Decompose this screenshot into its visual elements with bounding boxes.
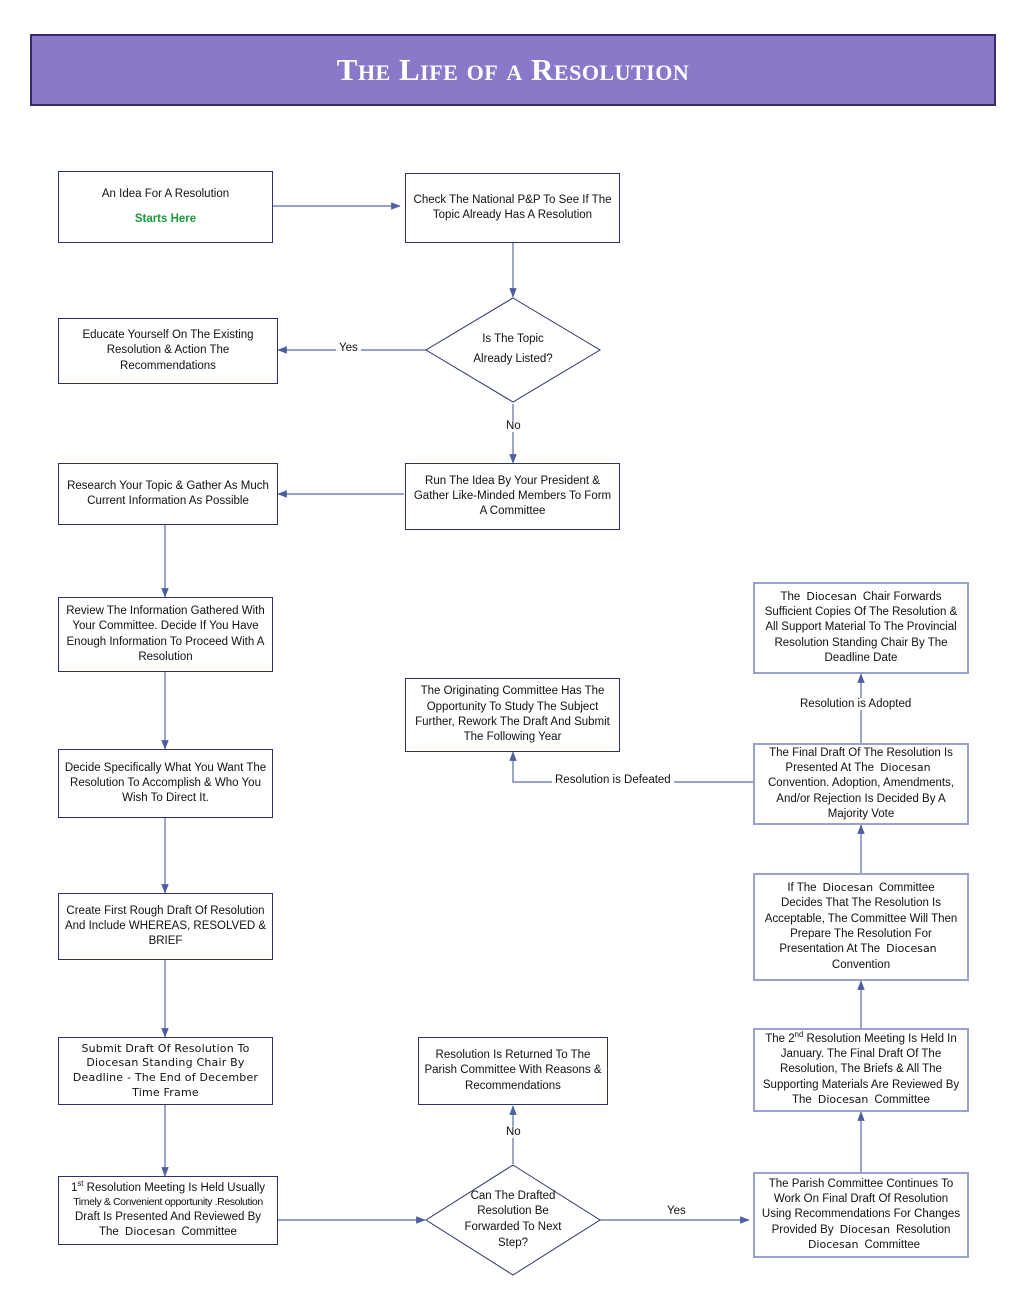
node-review-information[interactable]: Review The Information Gathered With You… xyxy=(58,597,273,672)
decision-is-topic-already-listed[interactable]: Is The Topic Already Listed? xyxy=(425,297,601,403)
page-title: The Life of a Resolution xyxy=(336,52,690,87)
node-final-draft-line1: The Final Draft Of The Resolution Is xyxy=(769,746,953,759)
node-first-meeting-line2: Timely & Convenient opportunity .Resolut… xyxy=(73,1195,263,1208)
node-first-resolution-meeting[interactable]: 1st Resolution Meeting Is Held Usually T… xyxy=(58,1176,278,1245)
node-first-meeting-line1: 1st Resolution Meeting Is Held Usually xyxy=(70,1178,265,1194)
node-run-idea-text: Run The Idea By Your President & Gather … xyxy=(413,474,612,518)
node-resolution-returned-text: Resolution Is Returned To The Parish Com… xyxy=(424,1049,602,1092)
node-resolution-returned[interactable]: Resolution Is Returned To The Parish Com… xyxy=(418,1037,608,1105)
edge-label-no-forward: No xyxy=(503,1126,524,1138)
node-if-committee-line6: Convention xyxy=(831,958,891,971)
node-parish-committee-continues[interactable]: The Parish Committee Continues To Work O… xyxy=(753,1172,969,1258)
node-rough-draft[interactable]: Create First Rough Draft Of Resolution A… xyxy=(58,893,273,960)
node-research-topic-text: Research Your Topic & Gather As Much Cur… xyxy=(67,479,269,507)
node-parish-continues-line3: Using Recommendations For Changes xyxy=(761,1208,961,1221)
decision-can-be-forwarded[interactable]: Can The Drafted Resolution Be Forwarded … xyxy=(425,1164,601,1276)
node-first-meeting-line3: Draft Is Presented And Reviewed By xyxy=(74,1210,261,1223)
edge-label-no-topic: No xyxy=(503,420,524,432)
node-second-meeting-mid: January. The Final Draft Of The Resoluti… xyxy=(762,1048,960,1091)
node-submit-draft-text: Submit Draft Of Resolution To Diocesan S… xyxy=(72,1041,259,1099)
node-chair-forwards-rest: Sufficient Copies Of The Resolution & Al… xyxy=(764,606,958,664)
node-run-idea-by-president[interactable]: Run The Idea By Your President & Gather … xyxy=(405,463,620,530)
node-check-national-pp-text: Check The National P&P To See If The Top… xyxy=(413,193,612,221)
edge-label-yes-topic: Yes xyxy=(336,342,361,354)
edge-label-yes-forward: Yes xyxy=(664,1205,689,1217)
node-research-topic[interactable]: Research Your Topic & Gather As Much Cur… xyxy=(58,463,278,525)
node-review-information-text: Review The Information Gathered With You… xyxy=(66,604,265,663)
node-submit-draft[interactable]: Submit Draft Of Resolution To Diocesan S… xyxy=(58,1037,273,1105)
node-an-idea[interactable]: An Idea For A Resolution Starts Here xyxy=(58,171,273,243)
node-second-resolution-meeting[interactable]: The 2nd Resolution Meeting Is Held In Ja… xyxy=(753,1028,969,1112)
edge-label-resolution-adopted: Resolution is Adopted xyxy=(797,698,915,710)
node-rough-draft-text: Create First Rough Draft Of Resolution A… xyxy=(64,904,267,948)
node-originating-committee[interactable]: The Originating Committee Has The Opport… xyxy=(405,678,620,752)
node-parish-continues-line1: The Parish Committee Continues To xyxy=(768,1177,954,1190)
node-decide-specifically-text: Decide Specifically What You Want The Re… xyxy=(64,761,267,805)
node-decide-specifically[interactable]: Decide Specifically What You Want The Re… xyxy=(58,749,273,818)
node-final-draft-presented[interactable]: The Final Draft Of The Resolution Is Pre… xyxy=(753,743,969,825)
page-title-banner: The Life of a Resolution xyxy=(30,34,996,106)
node-if-committee-mid: Decides That The Resolution Is Acceptabl… xyxy=(764,897,958,940)
node-originating-committee-text: The Originating Committee Has The Opport… xyxy=(415,685,610,744)
node-educate-yourself[interactable]: Educate Yourself On The Existing Resolut… xyxy=(58,318,278,384)
node-parish-continues-line2: Work On Final Draft Of Resolution xyxy=(773,1193,949,1206)
node-educate-yourself-text: Educate Yourself On The Existing Resolut… xyxy=(82,329,254,372)
node-second-meeting-line1: The 2nd Resolution Meeting Is Held In xyxy=(765,1029,957,1045)
node-final-draft-rest: Convention. Adoption, Amendments, And/or… xyxy=(767,777,955,820)
node-an-idea-line1: An Idea For A Resolution xyxy=(101,187,230,200)
edge-label-resolution-defeated: Resolution is Defeated xyxy=(552,774,674,786)
node-an-idea-starts-here: Starts Here xyxy=(134,213,197,225)
node-check-national-pp[interactable]: Check The National P&P To See If The Top… xyxy=(405,173,620,243)
